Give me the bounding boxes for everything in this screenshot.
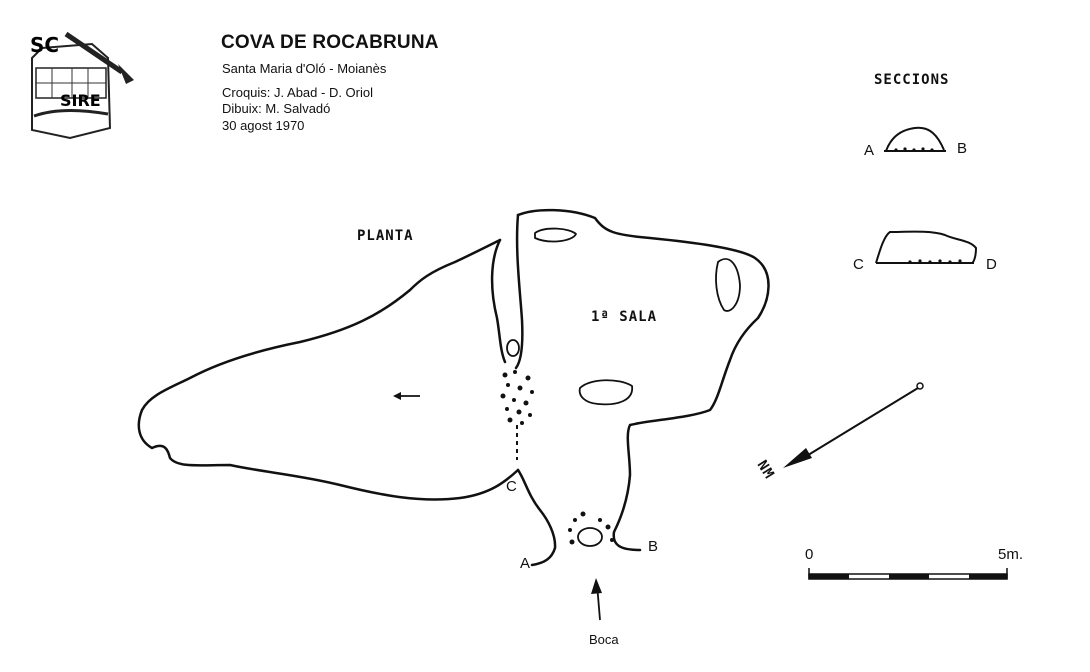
entrance-rock bbox=[577, 527, 603, 547]
section-c-label: C bbox=[853, 256, 864, 273]
section-ab-floor-dots bbox=[894, 147, 934, 152]
section-d-label: D bbox=[986, 256, 997, 273]
sections-label: SECCIONS bbox=[874, 72, 950, 88]
scale-start-label: 0 bbox=[805, 546, 814, 563]
marker-a: A bbox=[520, 555, 531, 572]
club-logo: SC SIRE bbox=[30, 31, 134, 140]
section-ab-profile bbox=[884, 126, 946, 152]
dibuix-credit: Dibuix: M. Salvadó bbox=[222, 101, 331, 116]
section-cd-floor-dots bbox=[908, 259, 962, 264]
direction-arrow-head bbox=[393, 392, 401, 400]
passage-west-wall bbox=[490, 238, 507, 364]
plan-label: PLANTA bbox=[357, 228, 414, 244]
entrance-label: Boca bbox=[589, 632, 619, 647]
entrance-arrow-head bbox=[591, 578, 602, 594]
main-room-southwest-wall bbox=[516, 468, 557, 567]
north-arrow-shaft bbox=[799, 387, 919, 461]
croquis-credit: Croquis: J. Abad - D. Oriol bbox=[222, 85, 373, 100]
main-room-outline bbox=[516, 208, 770, 552]
room-label: 1ª SALA bbox=[591, 309, 658, 325]
marker-c: C bbox=[506, 478, 517, 495]
logo-word: SIRE bbox=[60, 91, 101, 110]
formation-center bbox=[578, 379, 633, 406]
north-arrow-tail bbox=[916, 382, 924, 390]
map-title: COVA DE ROCABRUNA bbox=[221, 32, 439, 53]
formation-north bbox=[534, 227, 577, 243]
scale-end-label: 5m. bbox=[998, 546, 1024, 563]
survey-date: 30 agost 1970 bbox=[222, 118, 305, 133]
passage-east-wall bbox=[514, 213, 524, 370]
north-arrow-head bbox=[783, 448, 812, 468]
section-cd-profile bbox=[875, 230, 978, 264]
rubble-passage bbox=[500, 370, 614, 545]
section-a-label: A bbox=[864, 142, 875, 159]
west-gallery-outline bbox=[137, 238, 520, 501]
location-text: Santa Maria d'Oló - Moianès bbox=[222, 61, 387, 76]
section-b-label: B bbox=[957, 140, 968, 157]
formation-east bbox=[715, 258, 741, 312]
passage-pillar bbox=[506, 339, 520, 357]
scale-bar bbox=[808, 568, 1008, 580]
marker-b: B bbox=[648, 538, 659, 555]
logo-initials: SC bbox=[30, 33, 59, 57]
